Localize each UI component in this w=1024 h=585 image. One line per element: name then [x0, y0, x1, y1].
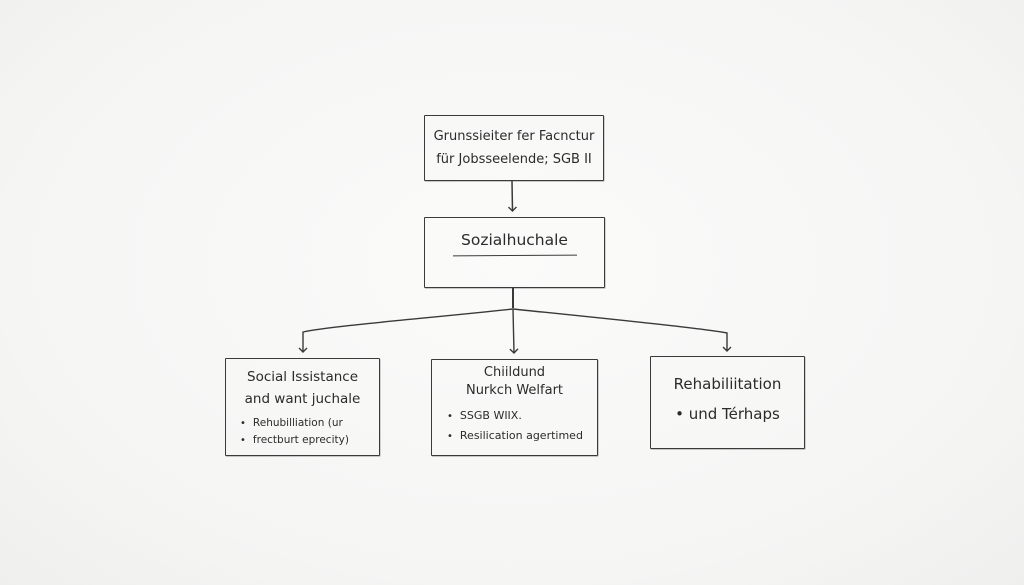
right-child-title-line-1: Rehabiliitation [673, 375, 782, 393]
left-child-title-line-2: and want juchale [244, 391, 361, 407]
left-child-bullet-2: frectburt eprecity) [252, 434, 349, 446]
center-child-box: Chiildund Nurkch Welfart • SSGB WIIX. • Re… [431, 359, 598, 456]
bullet-icon: • [240, 418, 246, 429]
connector-to-right-box [512, 308, 732, 352]
center-child-bullet-2: Resilication agertimed [459, 429, 583, 442]
middle-node-underline [452, 254, 578, 257]
left-child-bullet-list: • Rehubilliation (ur • frectburt eprecity) [226, 415, 379, 449]
root-node-line-1: Grunssieiter fer Facnctur [433, 129, 595, 144]
center-child-title: Chiildund Nurkch Welfart [432, 360, 597, 400]
center-child-title-line-1: Chiildund [483, 365, 546, 380]
connector-root-to-middle [507, 180, 517, 212]
list-item: • frectburt eprecity) [240, 432, 379, 449]
left-child-title-line-1: Social Issistance [247, 369, 358, 385]
center-child-bullet-list: • SSGB WIIX. • Resilication agertimed [432, 406, 597, 446]
right-child-title: Rehabiliitation • und Térhaps [651, 357, 804, 429]
left-child-title: Social Issistance and want juchale [226, 359, 379, 410]
list-item: • Rehubilliation (ur [240, 415, 379, 432]
center-child-title-line-2: Nurkch Welfart [465, 383, 564, 398]
middle-node-box: Sozialhuchale [424, 217, 605, 288]
middle-node-title: Sozialhuchale [461, 231, 568, 249]
bullet-icon: • [240, 435, 246, 446]
right-child-box: Rehabiliitation • und Térhaps [650, 356, 805, 449]
bullet-icon: • [447, 411, 453, 422]
list-item: • SSGB WIIX. [447, 406, 597, 426]
left-child-box: Social Issistance and want juchale • Rehu… [225, 358, 380, 456]
left-child-bullet-1: Rehubilliation (ur [252, 417, 343, 429]
center-child-bullet-1: SSGB WIIX. [459, 409, 522, 422]
root-node-box: Grunssieiter fer Facnctur für Jobsseelen… [424, 115, 604, 181]
bullet-icon: • [447, 431, 453, 442]
list-item: • Resilication agertimed [447, 426, 597, 446]
root-node-line-2: für Jobsseelende; SGB II [436, 152, 592, 167]
right-child-title-line-2: • und Térhaps [675, 405, 780, 423]
connector-to-center-box [509, 308, 519, 354]
connector-to-left-box [298, 308, 514, 353]
